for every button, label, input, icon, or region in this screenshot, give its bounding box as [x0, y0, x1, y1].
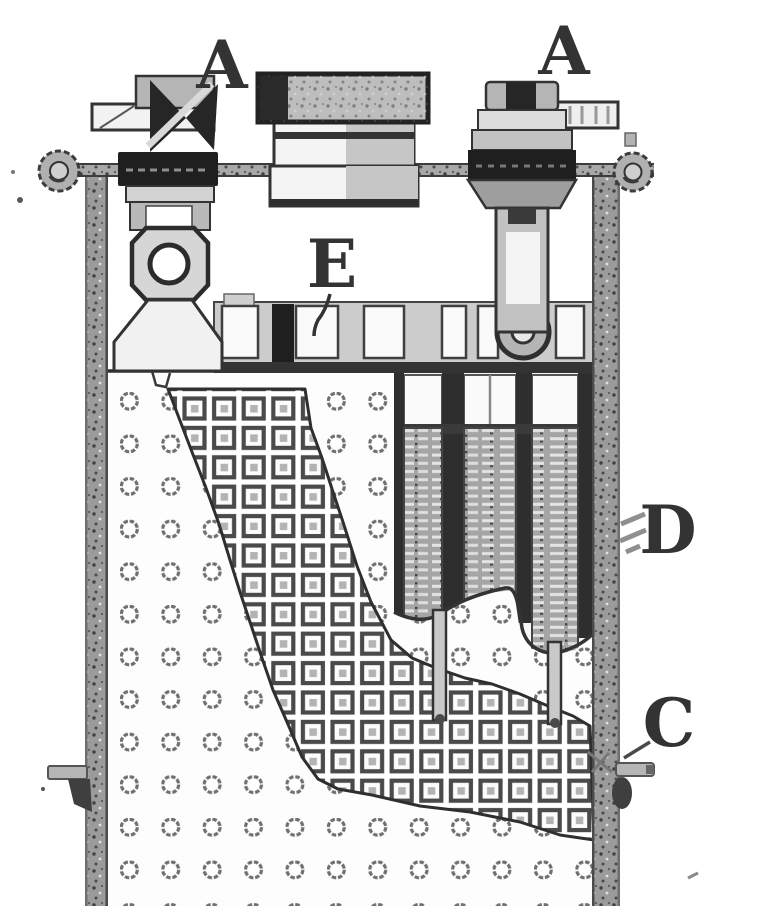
- leader-C: [623, 740, 651, 760]
- label-terminal-left: A: [195, 26, 248, 104]
- right-knob: [612, 132, 654, 193]
- right-wall-lug: [587, 750, 655, 777]
- labels: A A E D C: [195, 12, 696, 762]
- filler-cap: [255, 71, 431, 208]
- label-casing-wall: C: [643, 684, 696, 762]
- dark-separator-block: [272, 304, 294, 362]
- element-rods: [431, 608, 563, 728]
- left-wall-lug: [41, 765, 92, 812]
- casing-right-wall: [592, 172, 632, 906]
- terminal-post-left: [90, 74, 224, 373]
- label-inner-elements: D: [639, 491, 696, 569]
- wall-bulge: [612, 777, 632, 809]
- left-knob: [37, 149, 81, 193]
- leader-D: [619, 511, 647, 555]
- label-separator-row: E: [307, 225, 357, 303]
- torn-away-square-plate: [166, 387, 596, 842]
- inner-elements-cutaway: [394, 373, 594, 656]
- casing-left-wall: [85, 172, 108, 906]
- label-terminal-right: A: [537, 12, 590, 90]
- terminal-post-right: [465, 80, 620, 334]
- print-specks: [11, 170, 699, 880]
- leader-E: [312, 293, 332, 337]
